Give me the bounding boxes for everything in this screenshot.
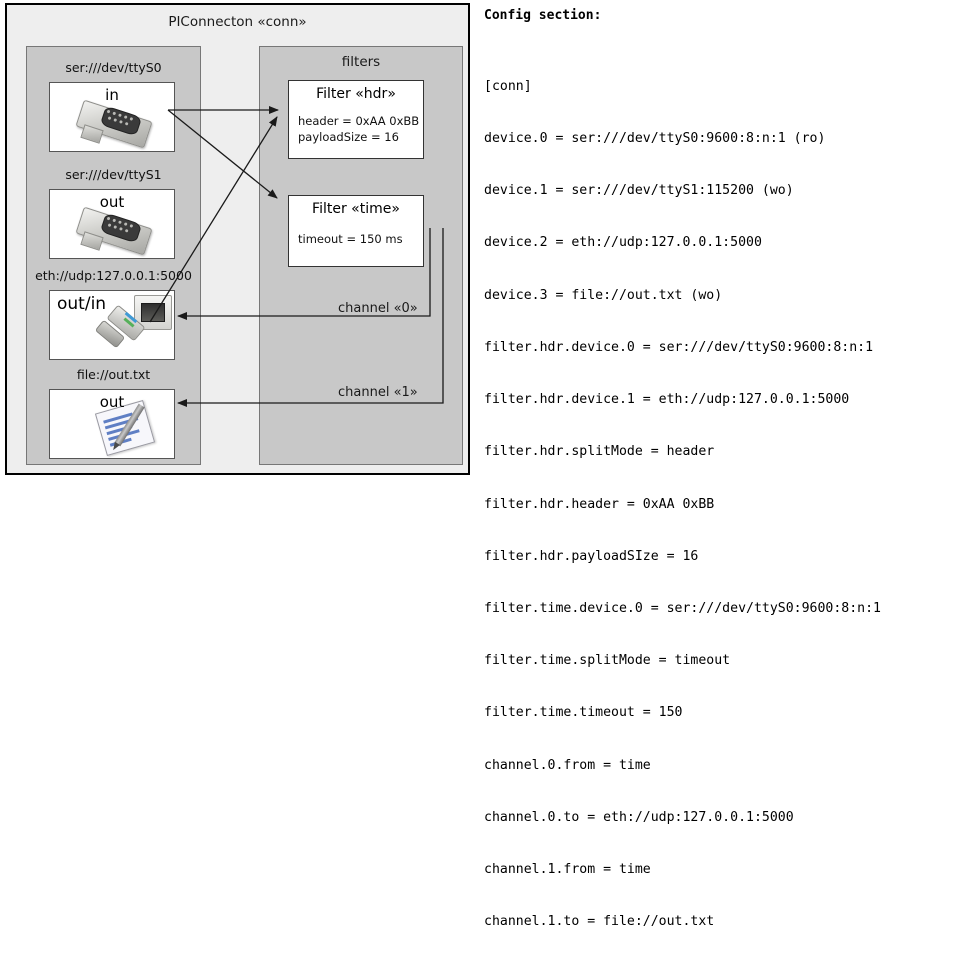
config-text-block: [conn] device.0 = ser:///dev/ttyS0:9600:… [484,43,881,966]
device-caption-ttys0: ser:///dev/ttyS0 [65,60,162,75]
filters-group: filters Filter «hdr» header = 0xAA 0xBB … [259,46,463,465]
page-title: PIConnecton «conn» [168,14,307,30]
device-direction-label: out [99,193,125,211]
filter-prop: payloadSize = 16 [298,130,399,144]
config-section: Config section: [conn] device.0 = ser://… [478,0,964,929]
device-card-ttys1[interactable]: out [49,189,175,259]
device-caption-file: file://out.txt [76,367,151,382]
filter-card-time[interactable]: Filter «time» timeout = 150 ms [288,195,424,267]
device-card-eth[interactable]: out/in [49,290,175,360]
config-line: filter.time.device.0 = ser:///dev/ttyS0:… [484,601,881,616]
filter-card-hdr[interactable]: Filter «hdr» header = 0xAA 0xBB payloadS… [288,80,424,159]
device-direction-label: in [105,86,119,104]
filter-title: Filter «hdr» [316,86,396,102]
config-line: filter.hdr.device.0 = ser:///dev/ttyS0:9… [484,339,874,355]
filter-title: Filter «time» [312,201,400,217]
device-direction-label: out/in [57,294,107,314]
config-line: [conn] [484,78,532,94]
channel-label-1: channel «1» [338,385,418,400]
config-line: device.1 = ser:///dev/ttyS1:115200 (wo) [484,183,794,199]
config-line: channel.0.from = time [484,757,651,773]
filter-prop: timeout = 150 ms [298,232,403,246]
config-line: device.2 = eth://udp:127.0.0.1:5000 [484,235,762,251]
config-line: device.3 = file://out.txt (wo) [484,287,723,303]
config-line: filter.time.timeout = 150 [484,705,683,721]
devices-group: ser:///dev/ttyS0 in ser:// [26,46,201,465]
serial-port-icon [72,206,160,256]
config-line: filter.hdr.splitMode = header [484,444,715,460]
device-caption-ttys1: ser:///dev/ttyS1 [65,167,162,182]
filters-group-title: filters [341,54,381,70]
channel-label-0: channel «0» [338,301,418,316]
filter-prop: header = 0xAA 0xBB [298,114,420,128]
config-line: filter.time.splitMode = timeout [484,653,731,669]
device-direction-label: out [99,393,125,411]
ethernet-icon [94,295,190,357]
config-line: filter.hdr.payloadSIze = 16 [484,548,699,564]
config-line: channel.1.from = time [484,862,651,878]
config-line: device.0 = ser:///dev/ttyS0:9600:8:n:1 (… [484,131,826,147]
config-heading: Config section: [484,8,602,23]
config-line: filter.hdr.header = 0xAA 0xBB [484,496,715,512]
device-card-file[interactable]: out [49,389,175,459]
config-line: channel.1.to = file://out.txt [484,914,715,930]
connector-outer-frame: PIConnecton «conn» ser:///dev/ttyS0 in [5,3,470,475]
architecture-diagram: PIConnecton «conn» ser:///dev/ttyS0 in [0,0,478,484]
device-caption-eth: eth://udp:127.0.0.1:5000 [35,268,192,283]
device-card-ttys0[interactable]: in [49,82,175,152]
serial-port-icon [72,99,160,149]
config-line: filter.hdr.device.1 = eth://udp:127.0.0.… [484,392,850,408]
config-line: channel.0.to = eth://udp:127.0.0.1:5000 [484,809,794,825]
